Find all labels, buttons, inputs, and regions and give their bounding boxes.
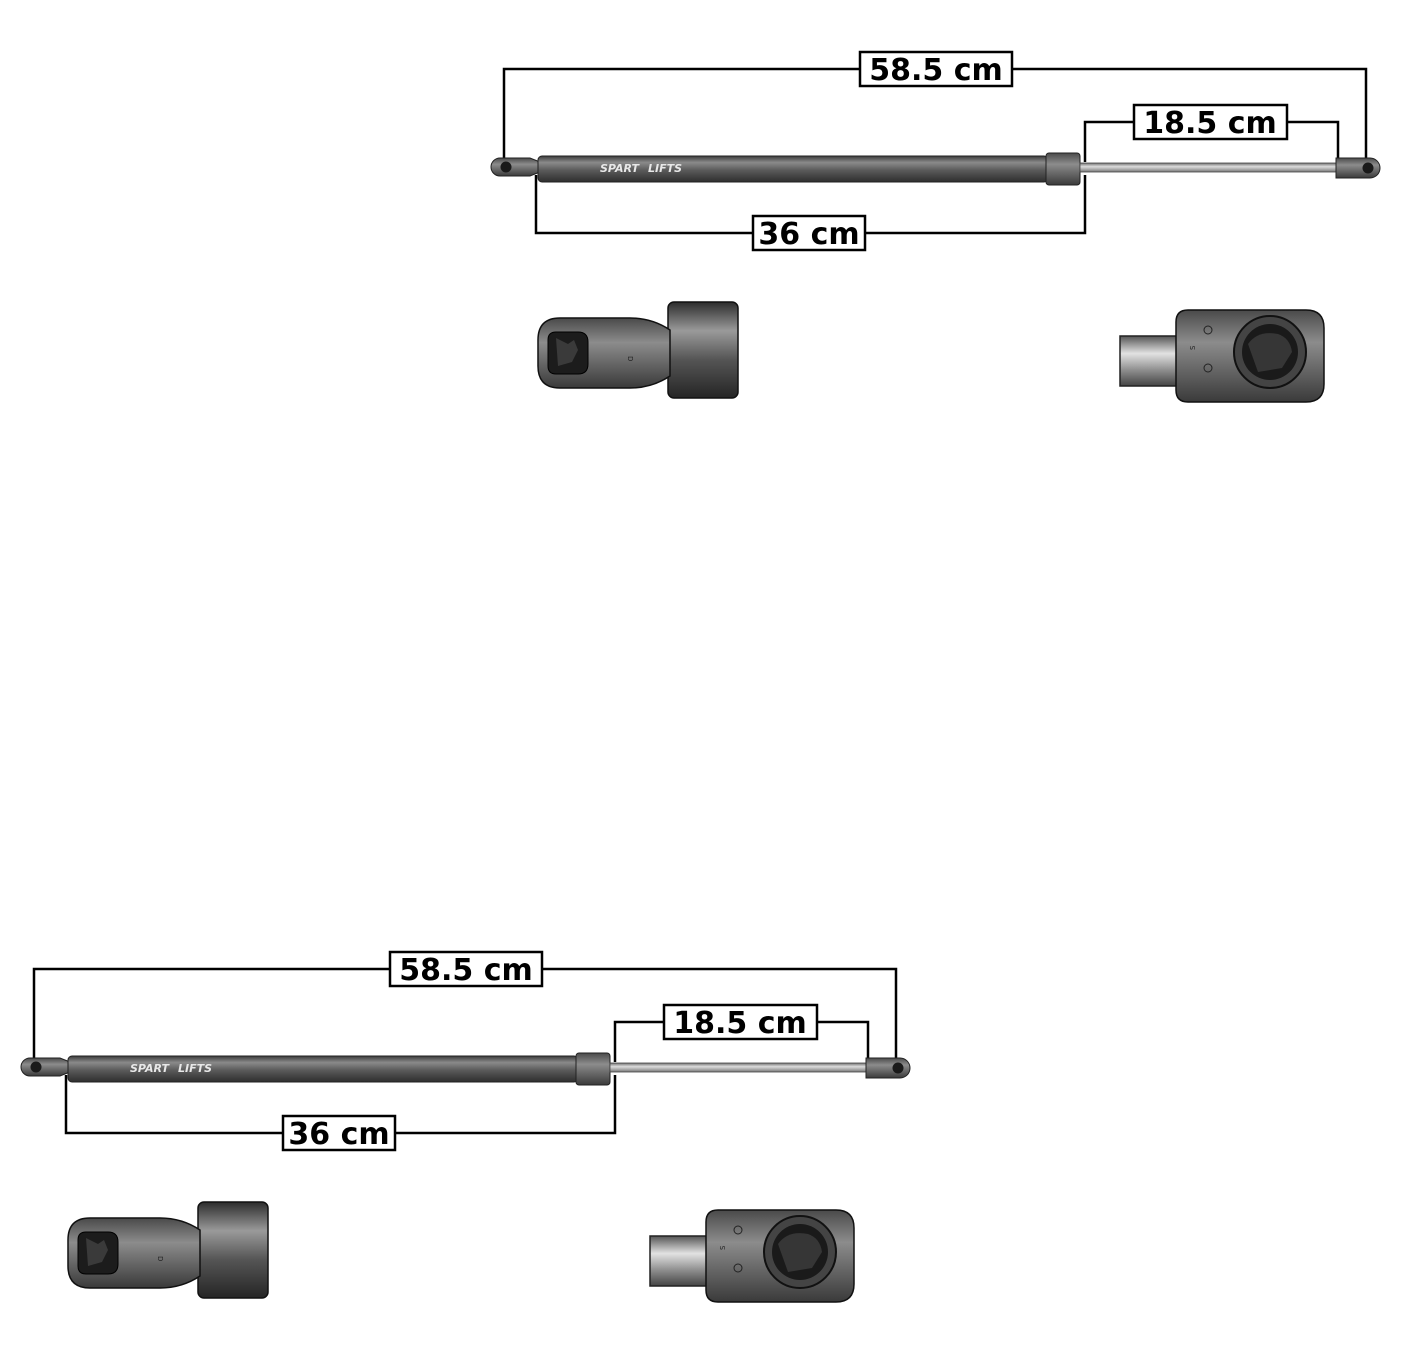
brand-label-2: LIFTS [178, 1062, 212, 1075]
brand-label: SPART [130, 1062, 170, 1075]
body-length-label: 36 cm [758, 217, 859, 252]
rod-length-dimension: 18.5 cm [1083, 103, 1340, 162]
rod-length-dimension: 18.5 cm [613, 1003, 870, 1062]
cylinder-end-eyelet [490, 157, 541, 177]
brand-label: SPART [600, 162, 640, 175]
rod-seal [575, 1052, 611, 1086]
body-length-dimension: 36 cm [64, 1075, 617, 1152]
body-length-label: 36 cm [288, 1117, 389, 1152]
strut-copy-top: 58.5 cm 18.5 cm 36 cm SPART LIFTS [490, 50, 1381, 403]
strut-copy-bottom: 58.5 cm 18.5 cm 36 cm SPART LIFTS [20, 950, 911, 1303]
gas-strut: SPART LIFTS [490, 152, 1381, 186]
eyelet-end-fitting-icon: S [649, 1209, 855, 1303]
cylinder-end-eyelet [20, 1057, 71, 1077]
total-length-label: 58.5 cm [399, 953, 533, 988]
socket-end-fitting-icon: D [537, 301, 739, 399]
rod-length-label: 18.5 cm [1143, 106, 1277, 141]
eyelet-end-fitting-icon: S [1119, 309, 1325, 403]
total-length-dimension: 58.5 cm [502, 50, 1368, 168]
gas-strut: SPART LIFTS [20, 1052, 911, 1086]
rod-length-label: 18.5 cm [673, 1006, 807, 1041]
svg-text:S: S [1189, 345, 1197, 350]
rod-seal [1045, 152, 1081, 186]
socket-end-fitting-icon: D [67, 1201, 269, 1299]
total-length-dimension: 58.5 cm [32, 950, 898, 1068]
piston-rod [609, 1062, 869, 1073]
svg-text:D: D [156, 1256, 164, 1261]
piston-rod [1079, 162, 1339, 173]
body-length-dimension: 36 cm [534, 175, 1087, 252]
svg-text:D: D [626, 356, 634, 361]
brand-label-2: LIFTS [648, 162, 682, 175]
svg-text:S: S [719, 1245, 727, 1250]
total-length-label: 58.5 cm [869, 53, 1003, 88]
